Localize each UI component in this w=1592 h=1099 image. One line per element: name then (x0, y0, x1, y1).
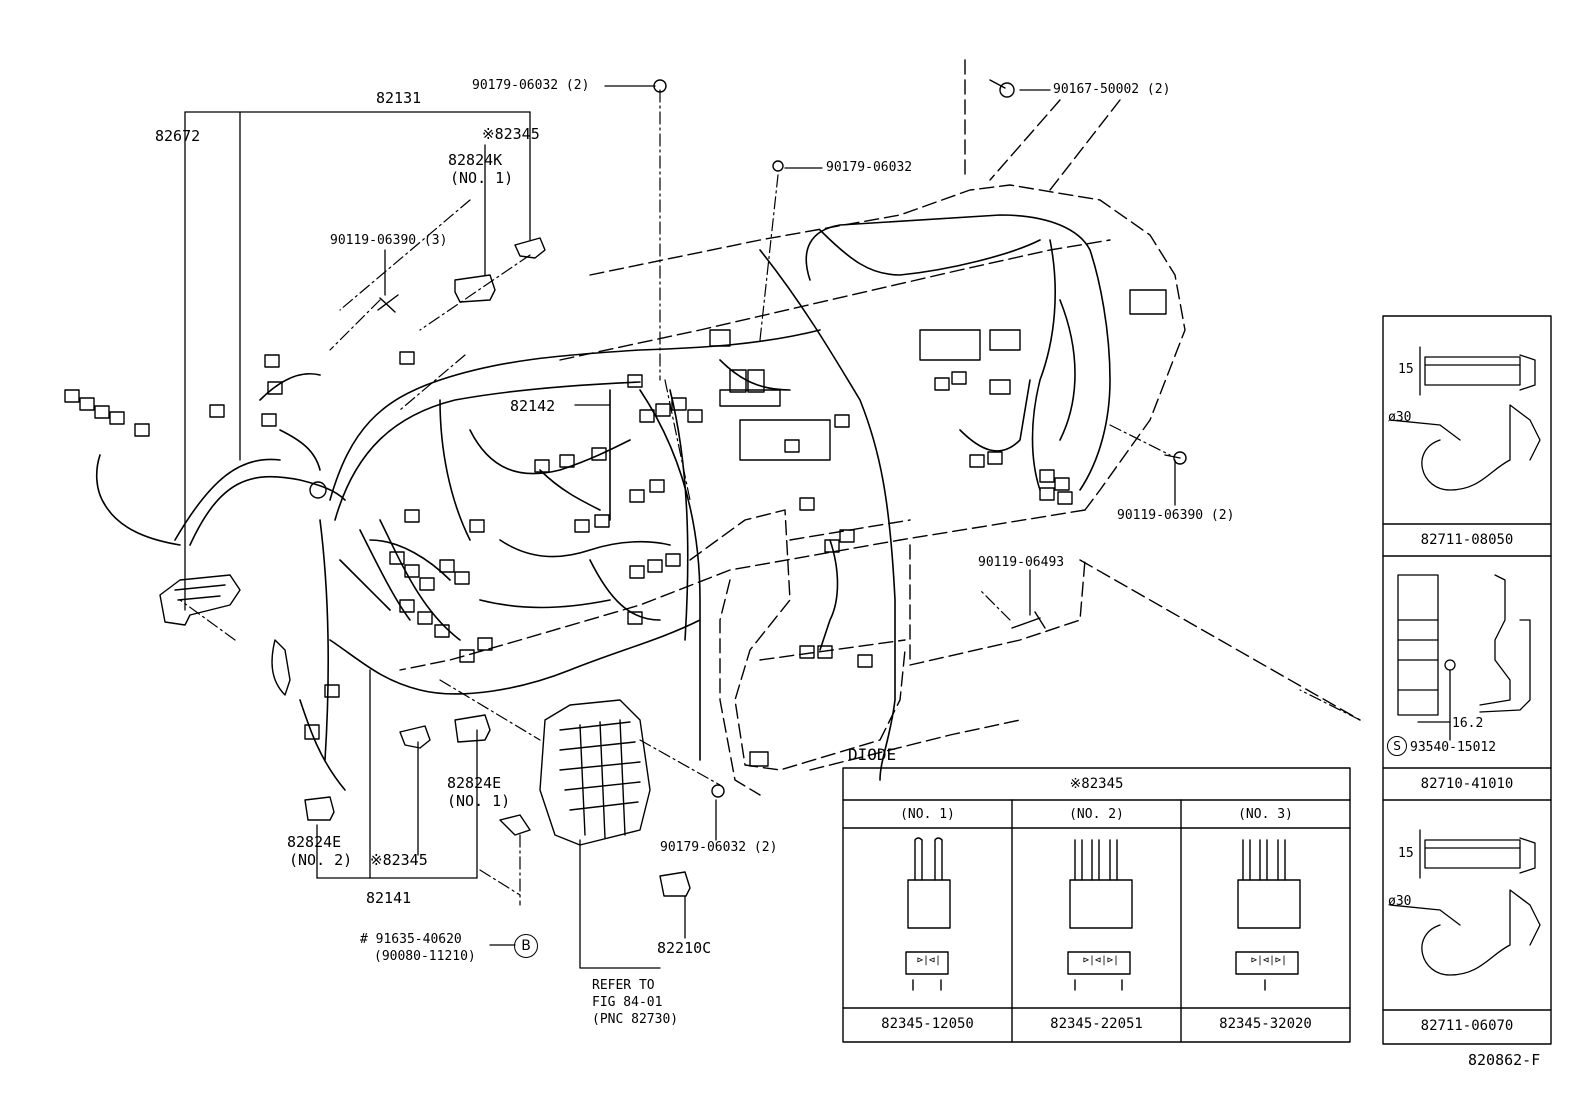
diode-table-header: ※82345 (1069, 776, 1124, 792)
diode-col2-part: 82345-22051 (1050, 1016, 1143, 1032)
label-relay-top: 82824K (448, 151, 503, 169)
clamp-bottom-dim-dia: ø30 (1388, 894, 1412, 909)
diode-table-caption: DIODE (848, 745, 897, 764)
clamp-middle-dim-width: 16.2 (1452, 716, 1484, 731)
clamp-middle-part: 82710-41010 (1420, 776, 1514, 792)
diode-col2-label: (NO. 2) (1069, 807, 1124, 822)
connectors (64, 289, 1167, 767)
side-bracket (159, 574, 291, 696)
callout-circle-b: B (514, 934, 538, 958)
label-diode-top: ※82345 (482, 125, 540, 143)
diode-table-grid (842, 767, 1351, 1043)
label-nut-mid: 90179-06032 (826, 160, 913, 175)
drawing-id: 820862-F (1468, 1051, 1541, 1069)
label-relay-top-no: (NO. 1) (450, 169, 514, 187)
label-relay-bottom-b: 82824E (287, 833, 342, 851)
clamp-illustrations (1389, 346, 1541, 976)
diode-illustrations (905, 837, 1301, 991)
label-bolt-ref-1: # 91635-40620 (360, 932, 462, 947)
clamp-middle-screw-part: 93540-15012 (1410, 740, 1497, 755)
label-refer-2: FIG 84-01 (592, 995, 663, 1010)
label-refer-3: (PNC 82730) (592, 1012, 679, 1027)
diode-symbol-1: ⊳|⊲| (916, 955, 942, 966)
label-relay-bottom-b-no: (NO. 2) (289, 851, 353, 869)
callout-lines (184, 85, 1176, 969)
clamp-top-part: 82711-08050 (1420, 532, 1514, 548)
label-bolt-right: 90119-06390 (2) (1117, 508, 1235, 523)
label-junction: 82210C (657, 939, 712, 957)
label-relay-bottom-a-no: (NO. 1) (447, 792, 511, 810)
diode-col1-part: 82345-12050 (881, 1016, 974, 1032)
label-harness-bottom: 82141 (366, 889, 412, 907)
label-harness-main: 82131 (376, 89, 422, 107)
loose-parts (304, 79, 1187, 897)
label-relay-bottom-a: 82824E (447, 774, 502, 792)
clamp-top-dim-height: 15 (1398, 362, 1414, 377)
diode-col3-part: 82345-32020 (1219, 1016, 1312, 1032)
label-bolt-lower-right: 90119-06493 (978, 555, 1065, 570)
label-harness-center: 82142 (510, 397, 556, 415)
clamp-bottom-dim-height: 15 (1398, 846, 1414, 861)
diode-symbol-3: ⊳|⊲|⊳| (1250, 955, 1288, 966)
leader-lines (179, 89, 1361, 906)
diode-col1-label: (NO. 1) (900, 807, 955, 822)
clamp-middle-screw-symbol: S (1387, 736, 1407, 756)
label-diode-bottom: ※82345 (370, 851, 428, 869)
junction-block (499, 699, 651, 846)
label-bolt-ref-2: (90080-11210) (374, 949, 476, 964)
diode-symbol-2: ⊳|⊲|⊳| (1082, 955, 1120, 966)
label-screw-top: 90179-06032 (2) (472, 78, 590, 93)
wire-harness (95, 214, 1111, 791)
label-bolt-left: 90119-06390 (3) (330, 233, 448, 248)
clamp-top-dim-dia: ø30 (1388, 410, 1412, 425)
clamp-panels-grid (1382, 315, 1552, 1045)
diode-col3-label: (NO. 3) (1238, 807, 1293, 822)
clamp-bottom-part: 82711-06070 (1420, 1018, 1514, 1034)
label-screw-bottom: 90179-06032 (2) (660, 840, 778, 855)
label-refer-1: REFER TO (592, 978, 655, 993)
label-screw-top-right: 90167-50002 (2) (1053, 82, 1171, 97)
label-harness-side: 82672 (155, 127, 201, 145)
